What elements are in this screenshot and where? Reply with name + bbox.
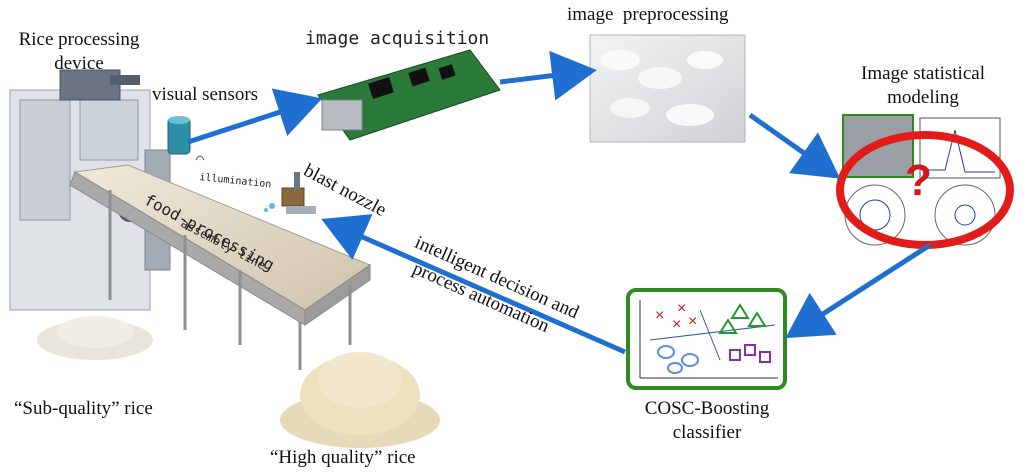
svg-text:×: × (655, 307, 664, 324)
arrow-modeling-to-classifier (798, 245, 930, 330)
statistical-modeling-panel: ? (840, 115, 1010, 245)
svg-text:?: ? (905, 156, 932, 205)
sub-quality-rice-pile (37, 316, 153, 360)
high-quality-rice-label: “High quality” rice (270, 447, 416, 469)
arrow-acquisition-to-preprocessing (500, 72, 582, 82)
svg-text:×: × (677, 300, 686, 317)
preprocessed-rice-image (590, 35, 745, 142)
sub-quality-rice-label: “Sub-quality” rice (14, 398, 153, 420)
image-statistical-modeling-label: Image statistical modeling (828, 62, 1018, 110)
svg-text:×: × (672, 316, 681, 333)
svg-text:×: × (688, 313, 697, 330)
high-quality-rice-pile (280, 352, 440, 448)
image-preprocessing-label: image preprocessing (567, 4, 728, 26)
rice-processing-device-label: Rice processing device (4, 28, 154, 76)
visual-sensors-label: visual sensors (152, 84, 258, 106)
classifier-box: × × × × (628, 290, 785, 388)
cosc-boosting-classifier-label: COSC-Boosting classifier (612, 397, 802, 445)
acquisition-card (318, 50, 500, 140)
image-acquisition-label: image acquisition (305, 28, 489, 49)
arrow-preprocessing-to-modeling (750, 115, 828, 170)
arrow-sensor-to-acquisition (188, 103, 308, 142)
